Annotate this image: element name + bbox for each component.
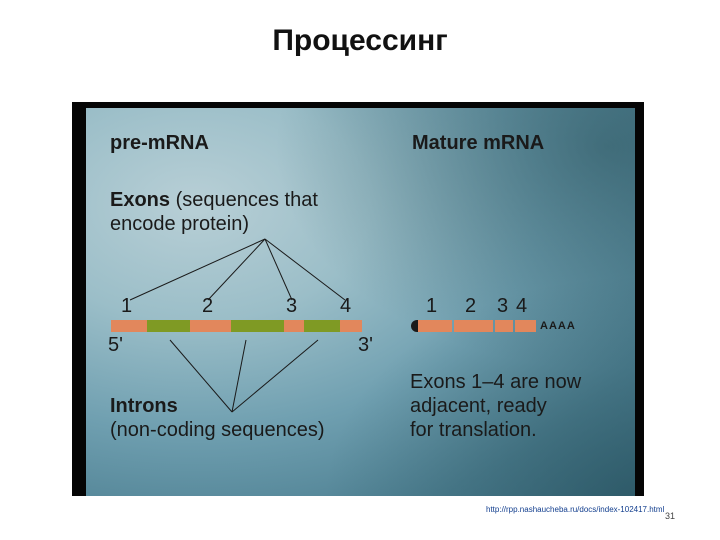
mature-exon-segment-2 (454, 320, 493, 332)
mature-note-line-3: for translation. (410, 419, 537, 441)
five-prime-label: 5' (108, 334, 123, 356)
mature-exon-number: 2 (465, 295, 477, 317)
intron-connector-3 (231, 339, 319, 413)
mature-exon-number: 4 (516, 295, 528, 317)
mature-exon-number: 3 (497, 295, 509, 317)
exon-connector-4 (264, 238, 346, 301)
source-link[interactable]: http://rpp.nashaucheba.ru/docs/index-102… (486, 505, 665, 514)
pre-intron-segment-3 (304, 320, 340, 332)
introns-subheading: (non-coding sequences) (110, 419, 325, 441)
exons-heading: Exons (sequences that (110, 189, 318, 212)
exon-connector-2 (207, 238, 266, 301)
exon-connector-1 (129, 238, 266, 301)
mature-exon-segment-4 (515, 320, 536, 332)
exons-heading-rest: (sequences that (170, 189, 318, 211)
diagram-panel (86, 108, 635, 496)
exons-heading-bold: Exons (110, 189, 171, 211)
pre-exon-number: 1 (121, 295, 133, 317)
page-number: 31 (665, 511, 676, 521)
pre-exon-segment-1 (111, 320, 147, 332)
exons-heading-line2: encode protein) (110, 213, 249, 235)
pre-exon-segment-4 (340, 320, 362, 332)
mature-exon-segment-1 (418, 320, 452, 332)
pre-exon-number: 2 (202, 295, 214, 317)
pre-exon-number: 4 (340, 295, 352, 317)
poly-a-tail: AAAA (540, 320, 576, 332)
mature-exon-segment-3 (495, 320, 513, 332)
pre-exon-number: 3 (286, 295, 298, 317)
slide-title: Процессинг (272, 24, 448, 57)
pre-intron-segment-2 (231, 320, 284, 332)
pre-exon-segment-2 (190, 320, 231, 332)
intron-connector-1 (169, 339, 233, 413)
mature-exon-number: 1 (426, 295, 438, 317)
three-prime-label: 3' (358, 334, 373, 356)
mature-5-cap (411, 320, 418, 332)
introns-heading: Introns (110, 395, 178, 417)
pre-exon-segment-3 (284, 320, 304, 332)
mature-note-line-1: Exons 1–4 are now (410, 371, 582, 393)
mature-mrna-label: Mature mRNA (412, 132, 545, 154)
intron-connector-2 (231, 339, 247, 413)
mature-note-line-2: adjacent, ready (410, 395, 547, 417)
pre-mrna-label: pre-mRNA (110, 132, 209, 154)
pre-intron-segment-1 (147, 320, 190, 332)
exon-connector-3 (264, 238, 293, 301)
